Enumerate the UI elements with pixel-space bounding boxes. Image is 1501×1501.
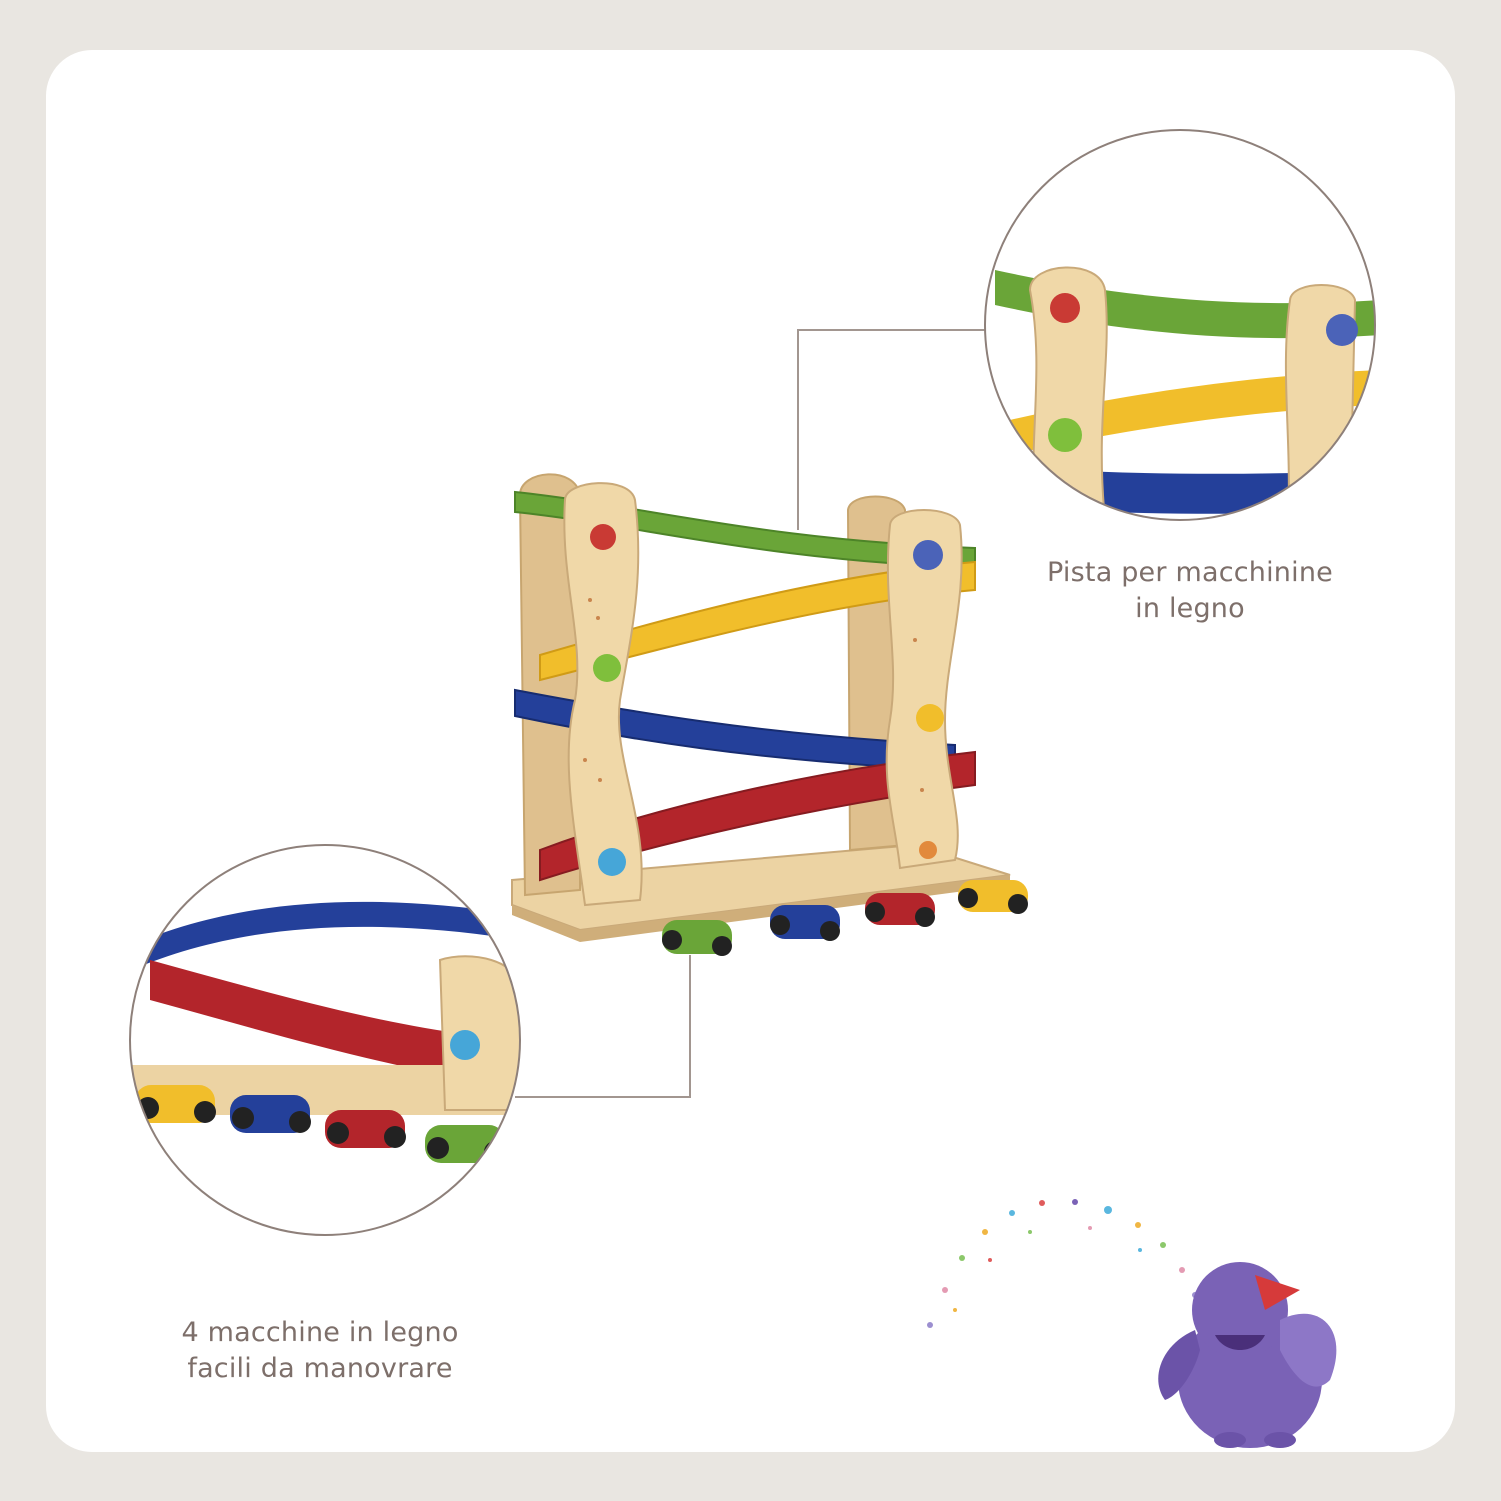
connector-line-track [797, 329, 985, 530]
front-left-pillar [563, 482, 643, 907]
car-blue [770, 905, 840, 941]
car-green [662, 920, 732, 956]
caption-cars-line2: facili da manovrare [187, 1353, 453, 1384]
connector-line-cars [515, 955, 691, 1098]
zoom-circle-cars [129, 844, 521, 1236]
track-red [539, 750, 976, 882]
ramp-racer-toy [511, 473, 1028, 956]
caption-cars: 4 macchine in legno facili da manovrare [130, 1315, 510, 1387]
caption-track: Pista per macchinine in legno [1000, 555, 1380, 627]
car-red [865, 893, 935, 927]
zoom-circle-track [984, 129, 1376, 521]
elephant-mascot-illustration [1158, 1262, 1337, 1448]
caption-track-line1: Pista per macchinine [1047, 557, 1333, 588]
caption-cars-line1: 4 macchine in legno [181, 1317, 459, 1348]
front-right-pillar [885, 509, 963, 870]
zoom-pillar-left [1028, 266, 1108, 520]
caption-track-line2: in legno [1135, 593, 1245, 624]
track-yellow [539, 560, 976, 682]
car-yellow [958, 880, 1028, 914]
confetti-dots [927, 1199, 1198, 1328]
